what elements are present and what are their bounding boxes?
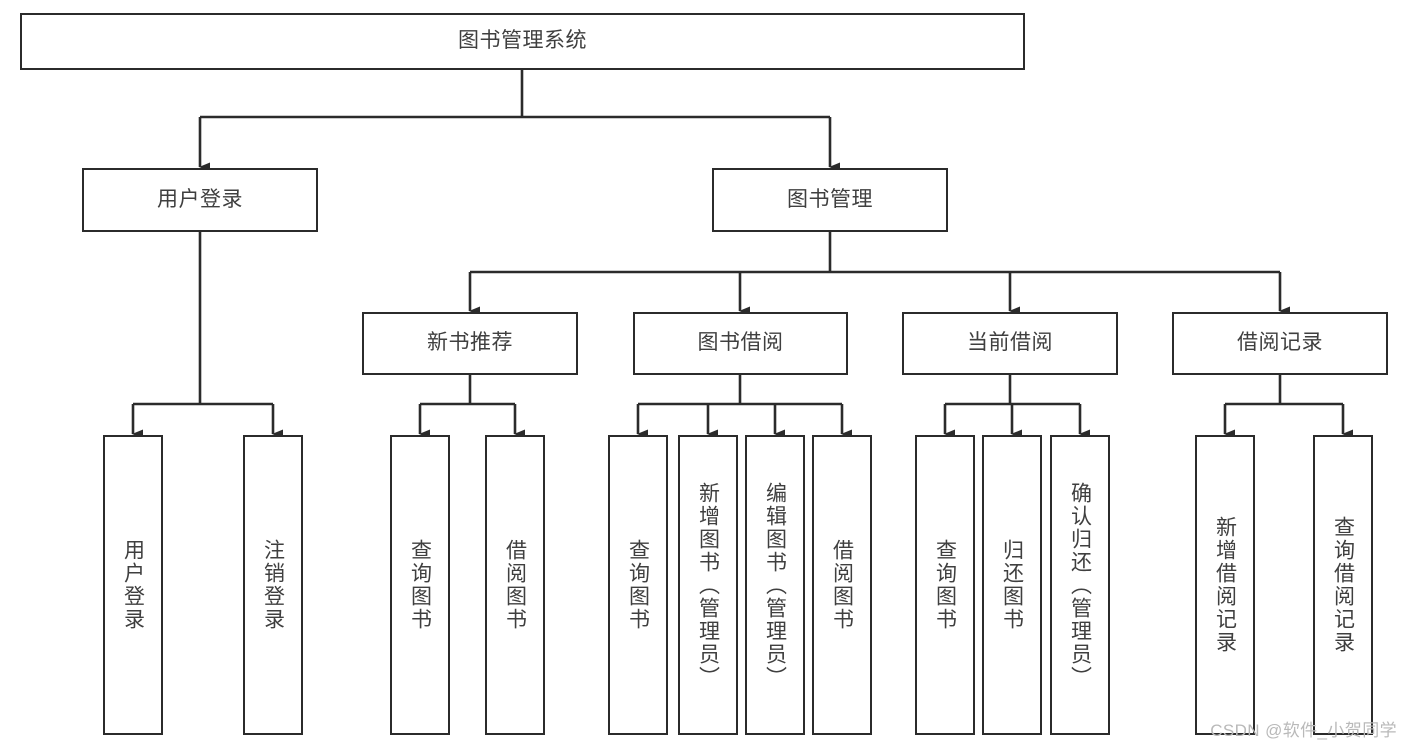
node-book-manage-label: 图书管理 bbox=[787, 187, 873, 211]
node-leaf-add-book-label: 新增图书（管理员） bbox=[696, 481, 720, 689]
node-leaf-user-logout[interactable]: 注销登录 bbox=[243, 435, 303, 735]
node-root-system[interactable]: 图书管理系统 bbox=[20, 13, 1025, 70]
node-leaf-query-book-3-label: 查询图书 bbox=[933, 539, 957, 631]
node-borrow-record[interactable]: 借阅记录 bbox=[1172, 312, 1388, 375]
node-root-system-label: 图书管理系统 bbox=[458, 29, 587, 53]
node-new-book-rec-label: 新书推荐 bbox=[427, 331, 513, 355]
node-leaf-query-book-2-label: 查询图书 bbox=[626, 539, 650, 631]
node-leaf-edit-book-label: 编辑图书（管理员） bbox=[763, 481, 787, 689]
node-leaf-return-book[interactable]: 归还图书 bbox=[982, 435, 1042, 735]
node-leaf-user-login-label: 用户登录 bbox=[121, 539, 145, 631]
node-new-book-rec[interactable]: 新书推荐 bbox=[362, 312, 578, 375]
node-leaf-query-record[interactable]: 查询借阅记录 bbox=[1313, 435, 1373, 735]
node-current-borrow[interactable]: 当前借阅 bbox=[902, 312, 1118, 375]
node-user-login-label: 用户登录 bbox=[157, 187, 243, 211]
node-leaf-borrow-book-1-label: 借阅图书 bbox=[503, 539, 527, 631]
node-user-login[interactable]: 用户登录 bbox=[82, 168, 318, 232]
node-leaf-edit-book[interactable]: 编辑图书（管理员） bbox=[745, 435, 805, 735]
node-leaf-confirm-return[interactable]: 确认归还（管理员） bbox=[1050, 435, 1110, 735]
node-leaf-query-record-label: 查询借阅记录 bbox=[1331, 516, 1355, 654]
node-current-borrow-label: 当前借阅 bbox=[967, 331, 1053, 355]
node-leaf-add-record[interactable]: 新增借阅记录 bbox=[1195, 435, 1255, 735]
node-book-borrow-label: 图书借阅 bbox=[697, 331, 784, 355]
node-leaf-confirm-return-label: 确认归还（管理员） bbox=[1068, 481, 1092, 689]
node-leaf-borrow-book-1[interactable]: 借阅图书 bbox=[485, 435, 545, 735]
node-leaf-add-record-label: 新增借阅记录 bbox=[1213, 516, 1237, 654]
node-leaf-query-book-2[interactable]: 查询图书 bbox=[608, 435, 668, 735]
watermark-text: CSDN @软件_小贺同学 bbox=[1210, 721, 1397, 740]
node-leaf-add-book[interactable]: 新增图书（管理员） bbox=[678, 435, 738, 735]
node-book-manage[interactable]: 图书管理 bbox=[712, 168, 948, 232]
node-leaf-return-book-label: 归还图书 bbox=[1000, 539, 1024, 631]
node-leaf-borrow-book-2-label: 借阅图书 bbox=[830, 539, 854, 631]
node-leaf-user-login[interactable]: 用户登录 bbox=[103, 435, 163, 735]
node-leaf-query-book-1-label: 查询图书 bbox=[408, 539, 432, 631]
node-book-borrow[interactable]: 图书借阅 bbox=[633, 312, 848, 375]
node-leaf-user-logout-label: 注销登录 bbox=[261, 539, 285, 631]
node-leaf-query-book-3[interactable]: 查询图书 bbox=[915, 435, 975, 735]
node-leaf-query-book-1[interactable]: 查询图书 bbox=[390, 435, 450, 735]
node-leaf-borrow-book-2[interactable]: 借阅图书 bbox=[812, 435, 872, 735]
node-borrow-record-label: 借阅记录 bbox=[1237, 331, 1323, 355]
